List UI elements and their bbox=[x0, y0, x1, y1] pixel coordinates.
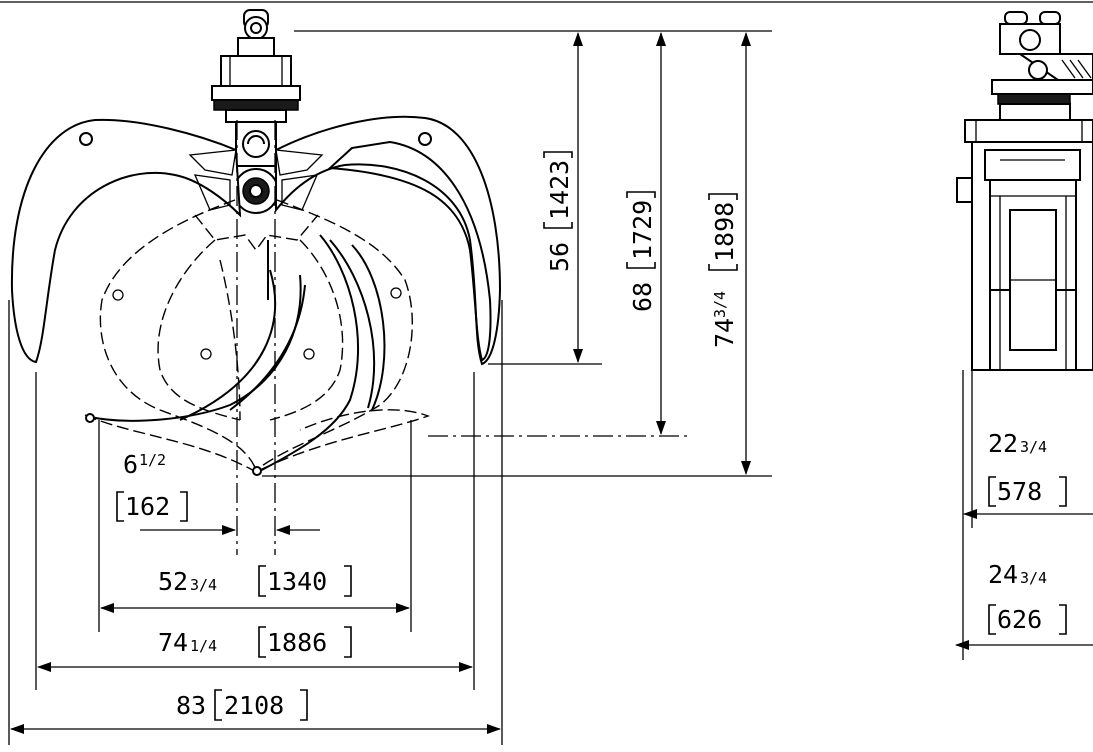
front-view bbox=[10, 9, 772, 555]
height-mid-label: 68 1729 bbox=[626, 191, 657, 312]
height-open-label: 56 1423 bbox=[543, 151, 574, 272]
closed-width-metric: 1340 bbox=[267, 567, 327, 596]
side-inner-width-whole: 22 bbox=[988, 429, 1018, 458]
side-outer-width-whole: 24 bbox=[988, 560, 1018, 589]
height-closed-frac: 3/4 bbox=[711, 291, 729, 318]
side-outer-width-metric: 626 bbox=[997, 605, 1042, 634]
side-dimensions bbox=[955, 509, 1093, 650]
height-open-metric: 1423 bbox=[545, 160, 574, 220]
closed-width-whole: 52 bbox=[158, 567, 188, 596]
side-outer-width-label: 24 3/4 626 bbox=[988, 560, 1067, 635]
closed-position-outlines bbox=[84, 199, 430, 473]
side-outer-width-frac: 3/4 bbox=[1020, 569, 1047, 587]
side-view bbox=[956, 11, 1093, 660]
left-grapple-arm bbox=[10, 118, 242, 364]
open-width-tips-metric: 1886 bbox=[267, 628, 327, 657]
height-closed-metric: 1898 bbox=[710, 202, 739, 262]
tine-offset-frac: 1/2 bbox=[139, 451, 166, 469]
tine-offset-whole: 6 bbox=[123, 450, 138, 479]
height-mid-metric: 1729 bbox=[628, 200, 657, 260]
tine-offset-metric: 162 bbox=[125, 492, 170, 521]
tine-offset-label: 6 1/2 162 bbox=[116, 450, 188, 522]
height-dimensions bbox=[573, 32, 751, 475]
closed-tines bbox=[85, 234, 386, 476]
closed-width-label: 52 3/4 1340 bbox=[158, 565, 352, 597]
height-closed-whole: 74 bbox=[710, 318, 739, 348]
side-inner-width-frac: 3/4 bbox=[1020, 438, 1047, 456]
open-width-max-metric: 2108 bbox=[224, 691, 284, 720]
rotator-assembly bbox=[211, 9, 301, 214]
side-inner-width-metric: 578 bbox=[997, 477, 1042, 506]
height-closed-label: 74 3/4 1898 bbox=[708, 193, 739, 348]
height-mid-value: 68 bbox=[628, 282, 657, 312]
right-grapple-arm bbox=[275, 115, 502, 366]
open-width-tips-frac: 1/4 bbox=[190, 637, 217, 655]
width-dimensions bbox=[8, 300, 503, 745]
closed-width-frac: 3/4 bbox=[190, 576, 217, 594]
open-width-max-label: 83 2108 bbox=[176, 689, 308, 721]
open-width-max-value: 83 bbox=[176, 691, 206, 720]
open-width-tips-label: 74 1/4 1886 bbox=[158, 626, 352, 658]
height-open-value: 56 bbox=[545, 242, 574, 272]
side-inner-width-label: 22 3/4 578 bbox=[988, 429, 1067, 507]
open-width-tips-whole: 74 bbox=[158, 628, 188, 657]
